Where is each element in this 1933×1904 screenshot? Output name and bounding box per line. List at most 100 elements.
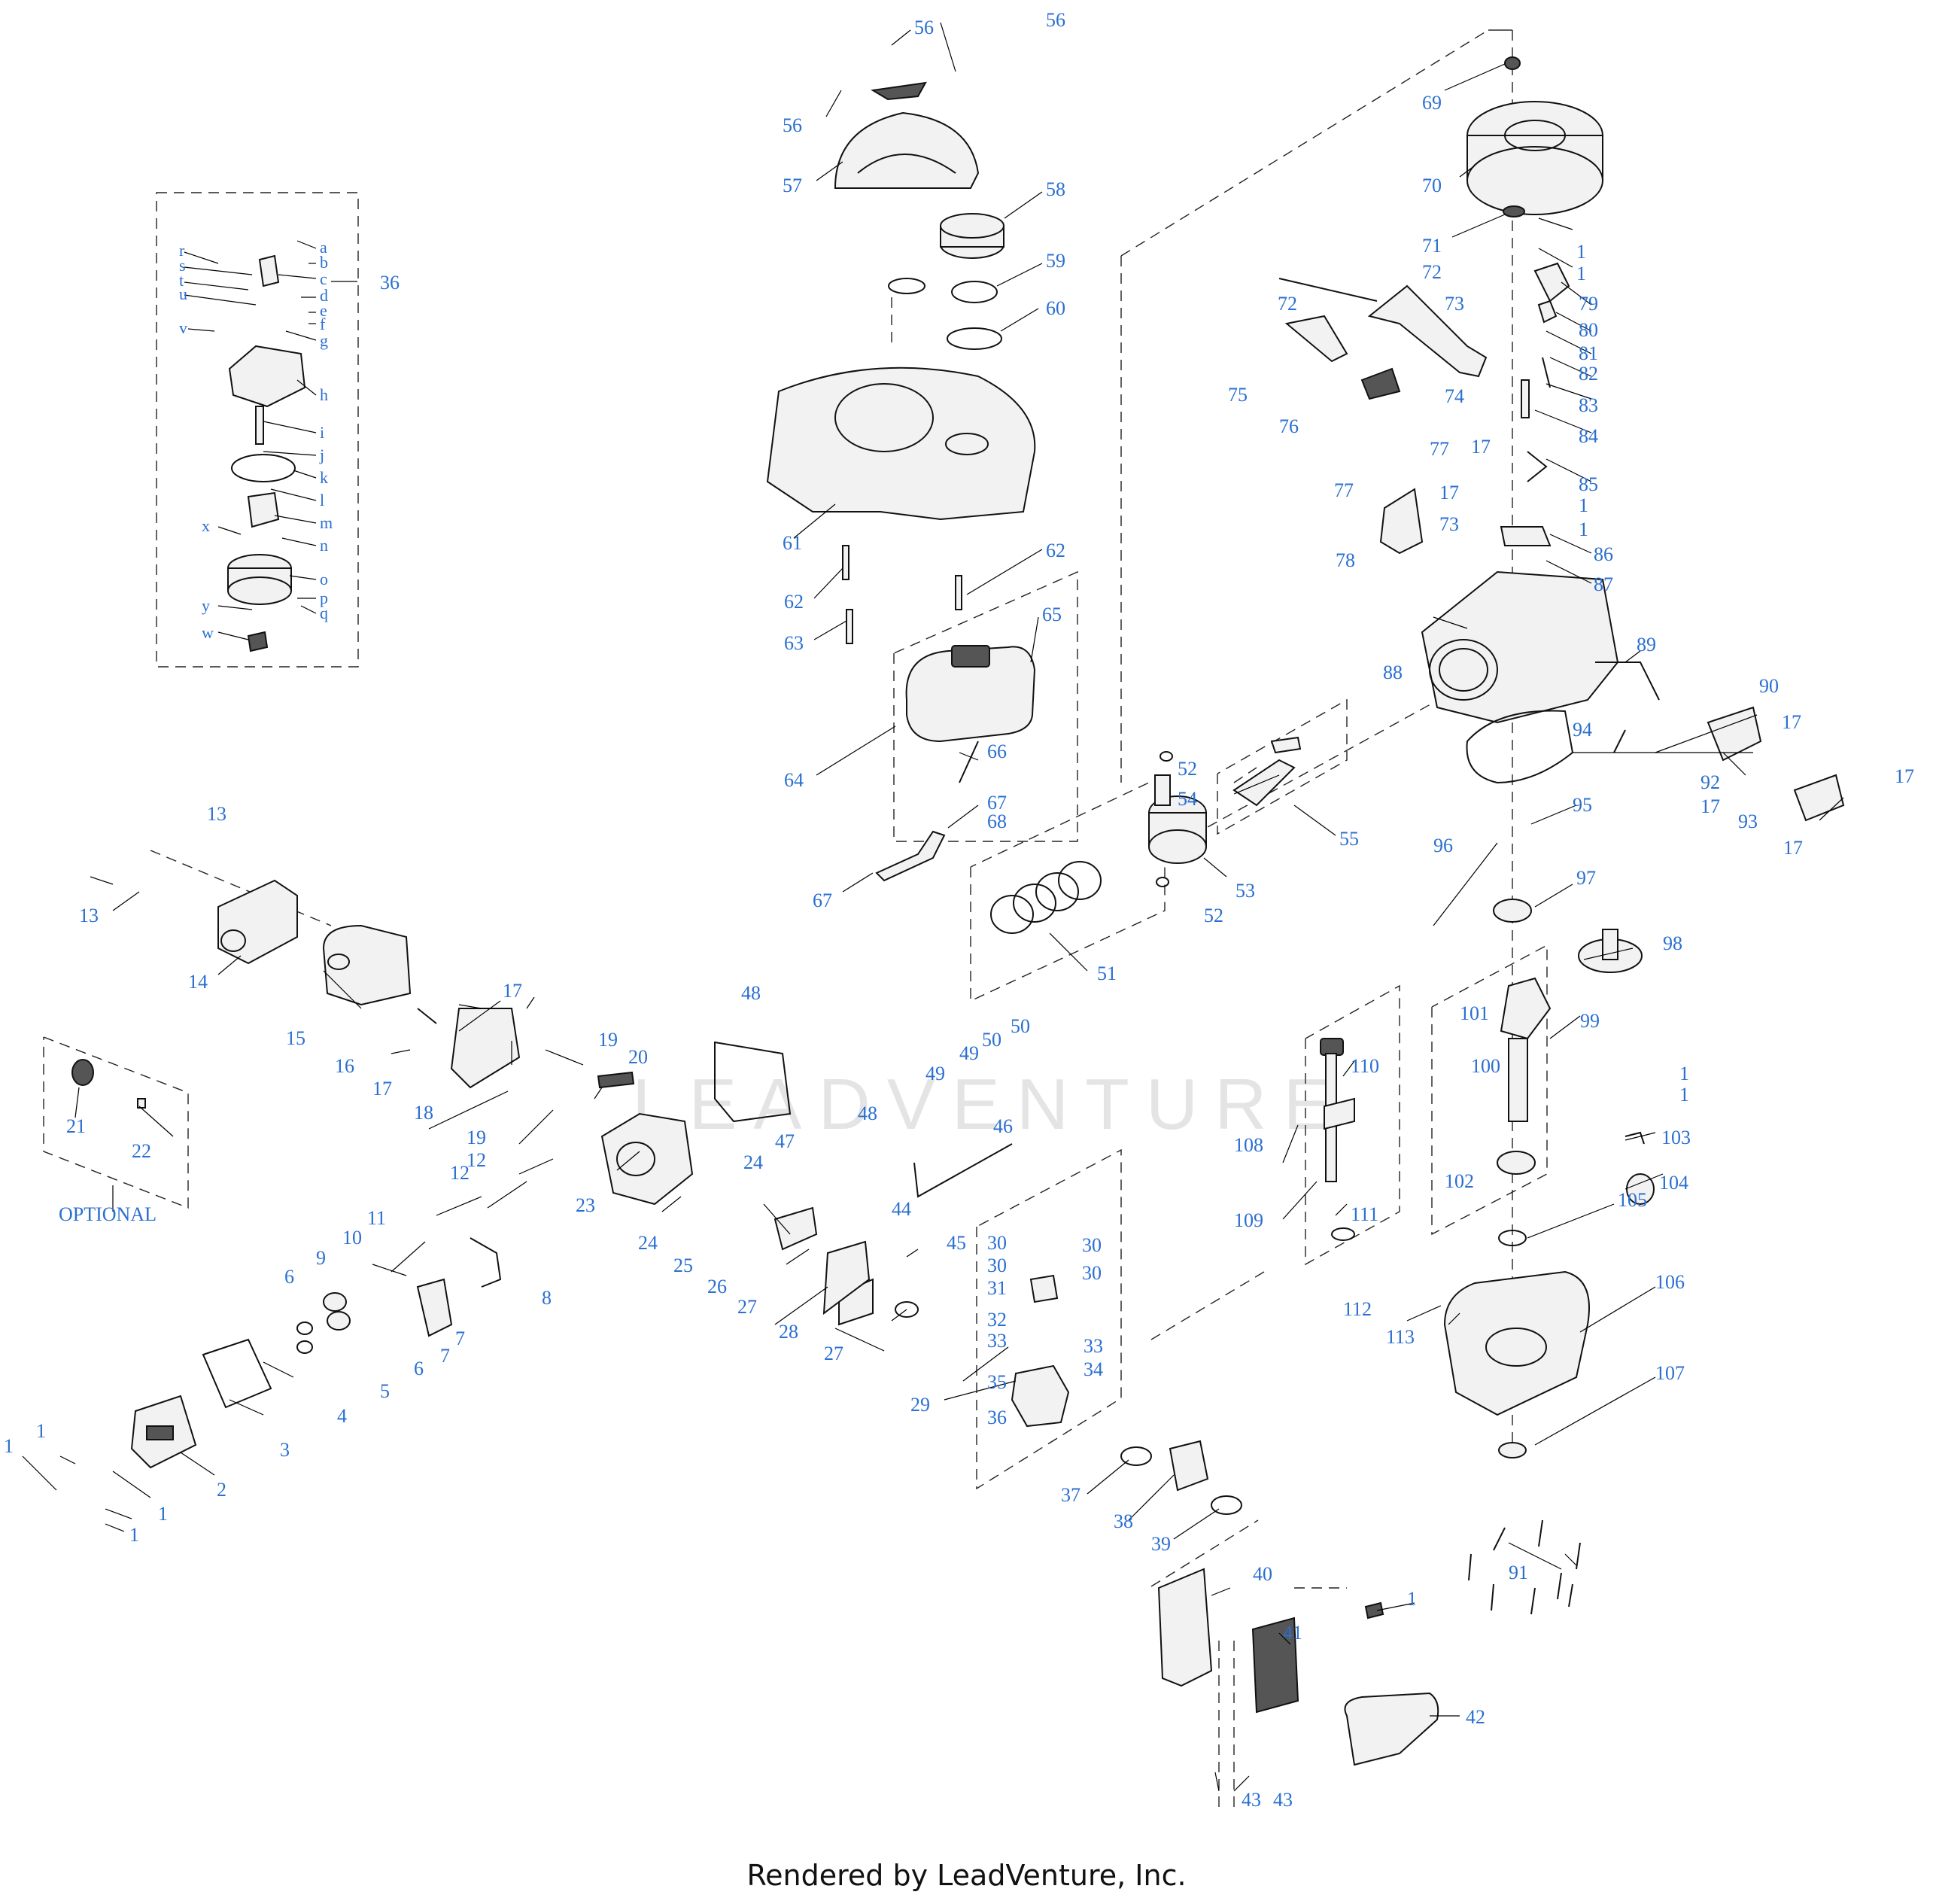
callout-64: 64 bbox=[784, 769, 804, 791]
letter-d: d bbox=[320, 286, 328, 305]
callout-90: 90 bbox=[1759, 675, 1779, 697]
recoil-starter bbox=[834, 81, 980, 189]
callout-96: 96 bbox=[1433, 835, 1453, 856]
carb-letter-leaders bbox=[184, 240, 317, 640]
bracket-78 bbox=[1379, 488, 1424, 555]
carb-detail-body bbox=[228, 345, 306, 408]
callout-108: 108 bbox=[1234, 1134, 1263, 1156]
air-filter-housing bbox=[1157, 1568, 1213, 1687]
callout-81: 81 bbox=[1579, 342, 1598, 364]
air-filter-base bbox=[1169, 1440, 1209, 1492]
dipstick-box bbox=[1305, 984, 1400, 1266]
carb-main-jet bbox=[255, 406, 264, 445]
callout-1f: 1 bbox=[1679, 1084, 1689, 1106]
letter-c: c bbox=[320, 269, 327, 288]
crankshaft bbox=[1500, 977, 1552, 1122]
callout-49b: 49 bbox=[925, 1063, 945, 1084]
intake-spacer bbox=[774, 1206, 818, 1251]
letter-m: m bbox=[320, 513, 333, 532]
carb-gasket bbox=[895, 1301, 919, 1318]
letter-i: i bbox=[320, 423, 324, 442]
axis-line-2 bbox=[1233, 767, 1257, 783]
callout-numbers: 56 56 56 57 58 59 60 61 62 62 63 64 65 6… bbox=[4, 9, 1914, 1811]
callout-36b: 36 bbox=[380, 272, 400, 294]
letter-x: x bbox=[202, 516, 210, 535]
callout-19a: 19 bbox=[598, 1029, 618, 1051]
callout-60: 60 bbox=[1046, 297, 1065, 319]
callout-38: 38 bbox=[1114, 1510, 1133, 1532]
ignition-module bbox=[1360, 367, 1401, 400]
carburetor-assembly-box bbox=[976, 1148, 1122, 1490]
washer bbox=[947, 327, 1002, 350]
callout-21: 21 bbox=[66, 1115, 86, 1137]
callout-6b: 6 bbox=[414, 1358, 424, 1379]
cylinder-axis-line bbox=[1192, 692, 1453, 836]
callout-94: 94 bbox=[1573, 719, 1592, 741]
flywheel bbox=[1466, 101, 1603, 215]
thrust-washer bbox=[1498, 1230, 1527, 1246]
callout-45: 45 bbox=[947, 1232, 966, 1254]
callout-12b: 12 bbox=[467, 1149, 486, 1171]
connecting-rod bbox=[1232, 759, 1296, 807]
callout-82: 82 bbox=[1579, 363, 1598, 385]
callout-3: 3 bbox=[280, 1439, 290, 1461]
dipstick bbox=[1320, 1038, 1355, 1182]
blower-housing bbox=[766, 367, 1036, 521]
callout-26: 26 bbox=[707, 1276, 727, 1297]
muffler-axis-line bbox=[150, 850, 332, 926]
callout-80: 80 bbox=[1579, 319, 1598, 341]
callout-46: 46 bbox=[993, 1115, 1013, 1137]
callout-18: 18 bbox=[414, 1102, 433, 1124]
callout-1a: 1 bbox=[1576, 241, 1586, 263]
callout-16: 16 bbox=[335, 1055, 354, 1077]
callout-17h: 17 bbox=[372, 1078, 392, 1100]
governor-gear bbox=[1626, 1173, 1655, 1205]
main-bearing bbox=[1493, 899, 1532, 923]
footer-credit: Rendered by LeadVenture, Inc. bbox=[746, 1859, 1187, 1892]
ignition-bracket bbox=[1284, 315, 1348, 363]
callout-76: 76 bbox=[1279, 415, 1299, 437]
callout-72a: 72 bbox=[1422, 261, 1442, 283]
callout-43b: 43 bbox=[1273, 1789, 1293, 1811]
push-rod-guide bbox=[470, 1237, 502, 1288]
callout-56a: 56 bbox=[914, 17, 934, 38]
governor-rod bbox=[1521, 379, 1530, 418]
callout-42: 42 bbox=[1466, 1706, 1485, 1728]
callout-1d: 1 bbox=[1579, 519, 1588, 540]
spring-retainer-b bbox=[296, 1340, 313, 1354]
callout-34: 34 bbox=[1084, 1358, 1103, 1380]
stud-62 bbox=[842, 545, 849, 580]
muffler bbox=[322, 924, 412, 1006]
letter-k: k bbox=[320, 468, 328, 487]
callout-20: 20 bbox=[628, 1046, 648, 1068]
spring-retainer bbox=[296, 1322, 313, 1335]
optional-label: OPTIONAL bbox=[59, 1203, 157, 1225]
letter-h: h bbox=[320, 385, 328, 404]
optional-part-22 bbox=[137, 1098, 146, 1109]
connecting-rod-box bbox=[1217, 698, 1348, 835]
callout-17e: 17 bbox=[1895, 765, 1914, 787]
callout-33a: 33 bbox=[987, 1330, 1007, 1352]
carb-float-bowl bbox=[227, 554, 292, 605]
starter-spring-ring bbox=[888, 278, 925, 294]
letter-s: s bbox=[179, 256, 186, 275]
callout-33b: 33 bbox=[1084, 1335, 1103, 1357]
spark-plug bbox=[597, 1071, 635, 1089]
engine-block bbox=[1421, 570, 1619, 724]
carb-float bbox=[247, 491, 280, 528]
letter-n: n bbox=[320, 536, 328, 555]
callout-101: 101 bbox=[1460, 1002, 1489, 1024]
flywheel-key bbox=[1503, 205, 1525, 217]
letter-e: e bbox=[320, 301, 327, 320]
letter-v: v bbox=[179, 318, 187, 337]
callout-74: 74 bbox=[1445, 385, 1464, 407]
spark-lead-46 bbox=[913, 1143, 1013, 1198]
callout-86: 86 bbox=[1594, 543, 1613, 565]
callout-28: 28 bbox=[779, 1321, 798, 1343]
starter-ring bbox=[951, 281, 998, 303]
callout-9: 9 bbox=[316, 1247, 326, 1269]
rocker-arm bbox=[416, 1278, 453, 1337]
callout-17b: 17 bbox=[1439, 482, 1459, 503]
callout-12a: 12 bbox=[450, 1162, 470, 1184]
exploded-parts-diagram: LEADVENTURE bbox=[4, 9, 1914, 1814]
